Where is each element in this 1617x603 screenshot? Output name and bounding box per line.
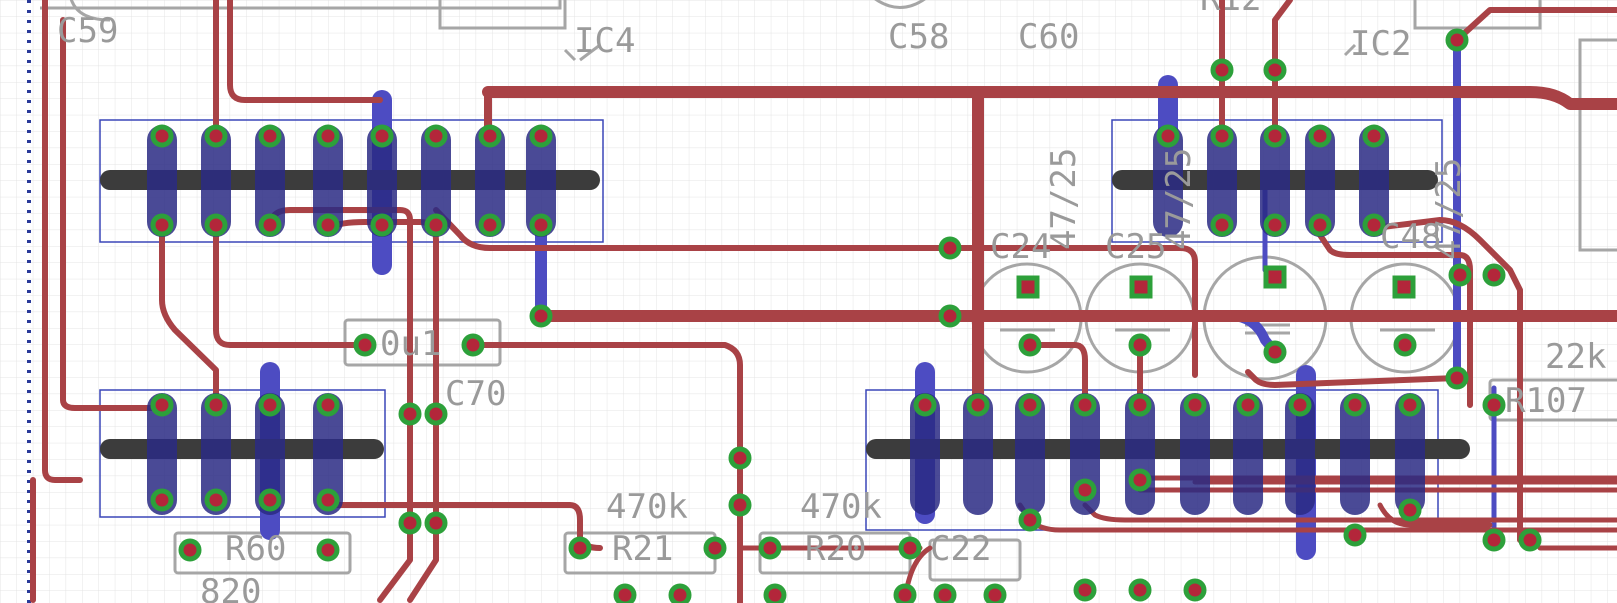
label-470k-b: 470k	[800, 487, 882, 527]
label-cap-value-1: 47/25	[1044, 148, 1084, 250]
top-copper-traces	[30, 0, 1617, 603]
label-c48: C48	[1380, 217, 1441, 257]
label-r107: R107	[1505, 381, 1587, 421]
label-c70: C70	[445, 374, 506, 414]
label-c24: C24	[990, 227, 1051, 267]
label-r60: R60	[225, 529, 286, 569]
silkscreen-labels: C59 IC4 C58 C60 R12 IC2 0u1 C70 C24 C25 …	[57, 0, 1606, 603]
label-r20: R20	[805, 529, 866, 569]
label-820: 820	[200, 572, 261, 603]
pads-and-vias	[150, 28, 1542, 603]
label-c60: C60	[1018, 17, 1079, 57]
label-ic2: IC2	[1350, 24, 1411, 64]
label-r12: R12	[1200, 0, 1261, 19]
label-ic4: IC4	[574, 21, 635, 61]
label-r21: R21	[612, 529, 673, 569]
label-c59: C59	[57, 11, 118, 51]
label-cap-value-3: 47/25	[1429, 158, 1469, 260]
label-c25: C25	[1105, 227, 1166, 267]
label-22k: 22k	[1545, 337, 1606, 377]
label-c58: C58	[888, 17, 949, 57]
label-c22: C22	[930, 529, 991, 569]
label-0u1: 0u1	[380, 324, 441, 364]
label-470k-a: 470k	[606, 487, 688, 527]
capacitor-square-pads	[1016, 265, 1416, 299]
label-cap-value-2: 47/25	[1159, 148, 1199, 250]
